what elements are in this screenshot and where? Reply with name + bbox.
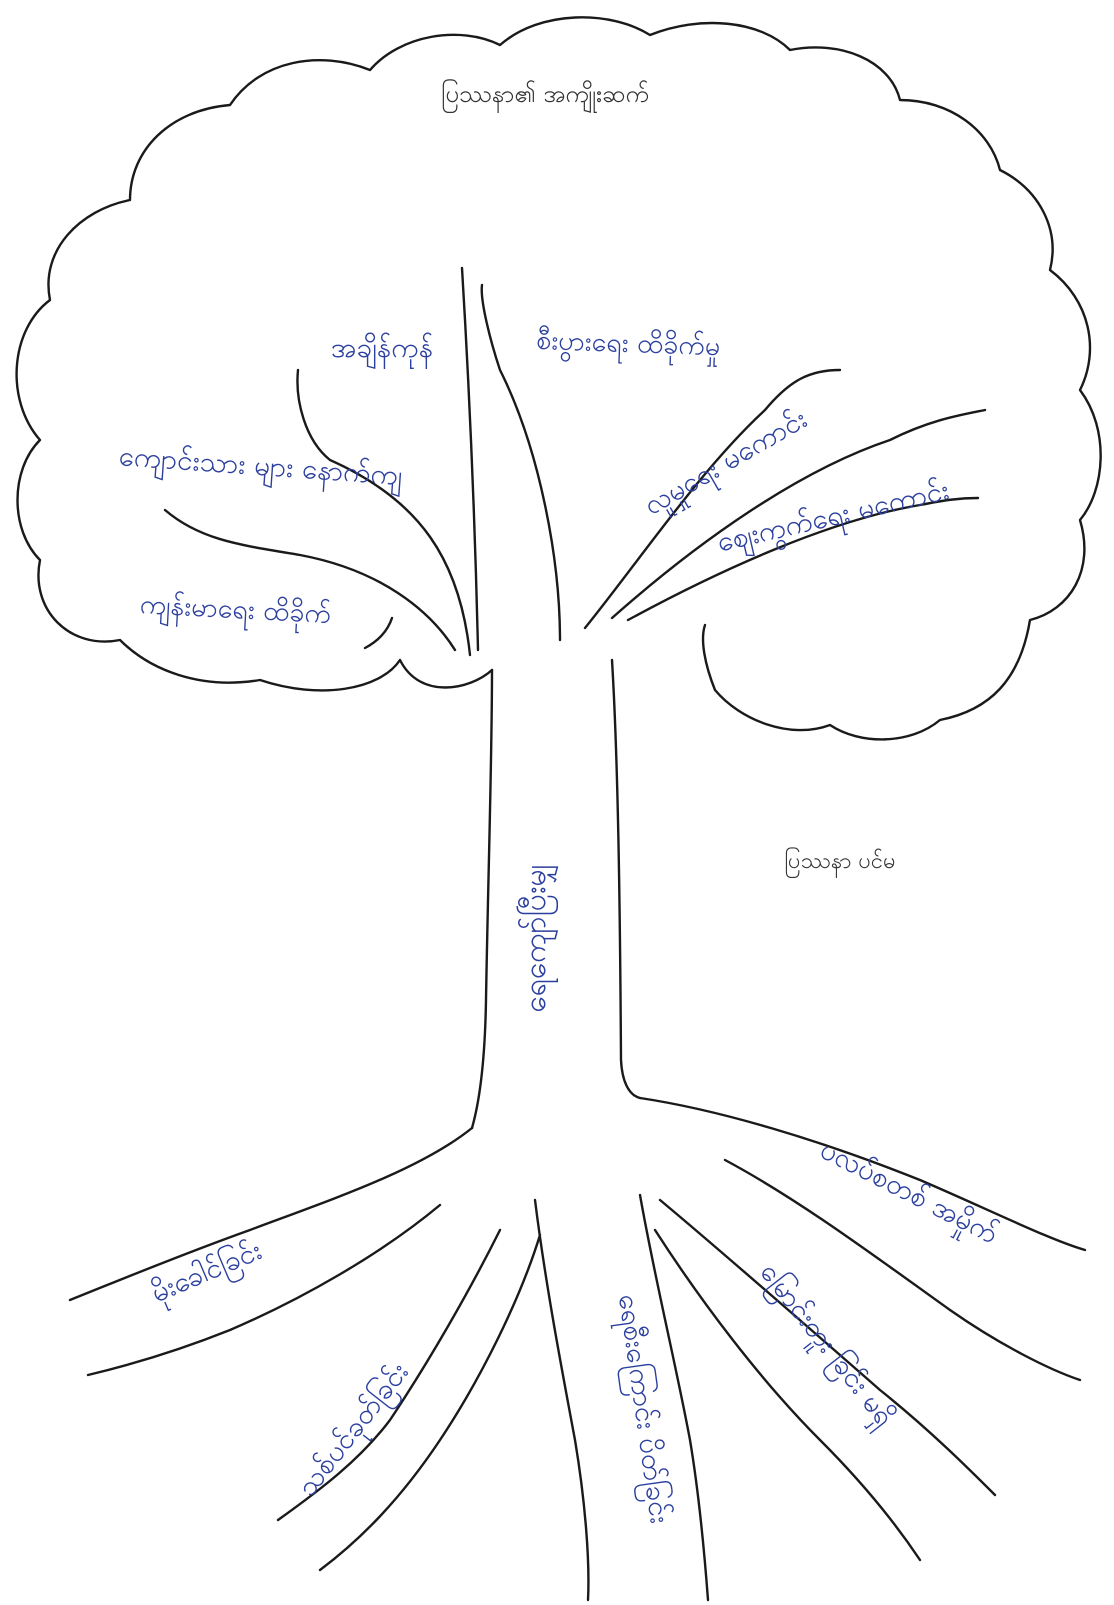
root-right-outer [638,1096,1087,1252]
root-far-left-lower [86,1203,442,1377]
effect-label-2: ကျောင်းသား များ နောက်ကျ [117,438,403,498]
cause-label-2: ရေစီးကြောင်း ပိတ်ခြင်း [606,1292,679,1527]
tree-trunk-left [470,668,494,1130]
branch-upper-left [296,368,472,657]
branch-top-center [460,266,480,652]
branch-middle-left [163,508,457,652]
cause-label-4: ပလပ်စတစ် အမှိုက် [812,1132,1004,1256]
core-problem-label: ပြဿနာ ပင်မ [784,847,895,878]
effect-label-5: ဈေးကွက်ရေး မကောင်း [714,472,954,564]
effect-label-4: လူမှုရေး မကောင်း [638,401,816,527]
effect-label-3: ကျန်းမာရေး ထိခိုက် [139,589,332,635]
branch-right-2 [610,408,987,620]
cause-label-3: မြောင်းတူး ခြင်း မရှိ [749,1255,903,1436]
effect-label-0: အချိန်ကုန် [331,330,433,370]
root-right-outer-lower [723,1158,1082,1382]
root-left-upper [276,1228,502,1522]
cause-label-0: မိုးခေါင်ခြင်း [145,1231,268,1314]
root-left-lower [318,1233,542,1572]
branch-upper-right [480,283,562,642]
branch-right-3 [626,496,980,622]
cause-label-1: သစ်ပင်ခုတ်ခြင်း [289,1355,420,1507]
root-far-left-upper [68,1126,474,1302]
effect-label-1: စီးပွားရေး ထိခိုက်မှု [536,325,721,367]
root-right-inner [653,1228,922,1562]
crown-title-label: ပြဿနာ၏ အကျိုးဆက် [441,78,649,114]
branch-lower-left-tip [363,616,394,650]
branch-right-1 [583,368,842,630]
tree-crown-outline [15,16,1102,741]
trunk-problem-label: ရေကျော်ပြီးမျှ [516,863,559,1012]
root-center-left [533,1198,590,1602]
root-right-middle [658,1198,997,1497]
tree-trunk-right [610,658,642,1100]
root-center-right [638,1193,710,1602]
